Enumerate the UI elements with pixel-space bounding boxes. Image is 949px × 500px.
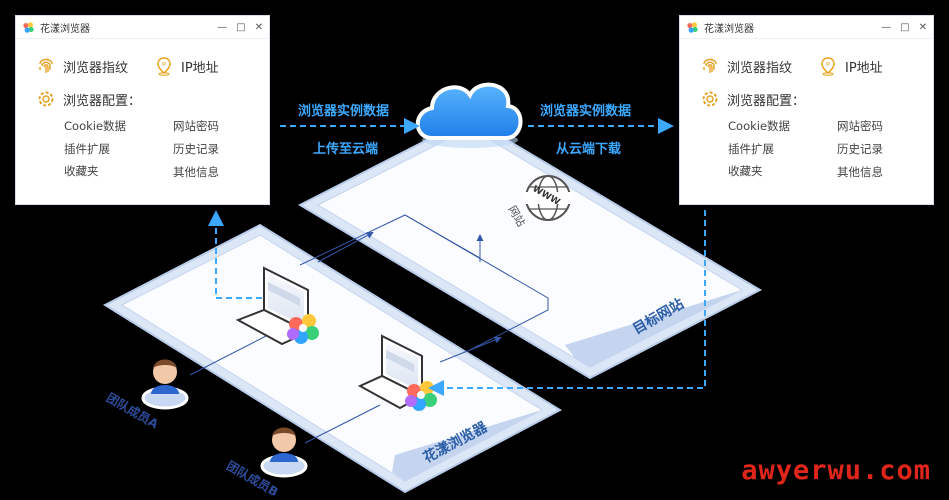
browser-logo-icon-1: [287, 314, 319, 344]
ip-label: IP地址: [845, 60, 883, 76]
laptop-icon-2: [357, 334, 425, 410]
browser-plane: [102, 223, 563, 494]
config-item-extensions: 插件扩展: [728, 142, 774, 156]
location-pin-icon: IP: [157, 57, 171, 76]
window-title: 花漾浏览器: [704, 23, 754, 35]
download-label-line2: 从云端下载: [556, 142, 622, 157]
config-item-extensions: 插件扩展: [64, 142, 110, 156]
minimize-icon[interactable]: —: [217, 21, 228, 33]
fingerprint-row: 浏览器指纹: [700, 56, 792, 76]
download-label-line1: 浏览器实例数据: [540, 104, 632, 119]
config-item-history: 历史记录: [173, 142, 219, 156]
browser-logo-icon: [687, 21, 698, 33]
fingerprint-row: 浏览器指纹: [36, 56, 128, 76]
fingerprint-label: 浏览器指纹: [727, 60, 793, 76]
cloud-icon: [415, 82, 523, 148]
window-title: 花漾浏览器: [40, 23, 90, 35]
config-item-cookie: Cookie数据: [64, 119, 127, 133]
maximize-icon[interactable]: □: [236, 21, 246, 33]
config-row: 浏览器配置：: [36, 89, 141, 109]
window-titlebar: 花漾浏览器 — □ ✕: [16, 16, 269, 39]
config-item-history: 历史记录: [837, 142, 883, 156]
config-item-other: 其他信息: [837, 165, 883, 179]
close-icon[interactable]: ✕: [254, 21, 263, 33]
config-item-favorites: 收藏夹: [728, 164, 763, 178]
svg-text:IP: IP: [826, 62, 831, 68]
www-globe-icon: [524, 175, 572, 221]
browser-logo-icon: [23, 21, 34, 33]
location-pin-icon: IP: [821, 57, 835, 76]
gear-icon: [702, 91, 718, 107]
ip-label: IP地址: [181, 60, 219, 76]
fingerprint-icon: [39, 58, 53, 73]
svg-text:IP: IP: [162, 62, 167, 68]
config-label: 浏览器配置：: [63, 93, 142, 109]
close-icon[interactable]: ✕: [918, 21, 927, 33]
minimize-icon[interactable]: —: [881, 21, 892, 33]
connection-lines: [189, 214, 549, 444]
config-label: 浏览器配置：: [727, 93, 806, 109]
ip-row: IP IP地址: [818, 56, 883, 76]
upload-label-line1: 浏览器实例数据: [298, 104, 390, 119]
gear-icon: [38, 91, 54, 107]
config-item-passwords: 网站密码: [837, 119, 883, 133]
site-watermark: awyerwu.com: [741, 455, 931, 486]
config-item-other: 其他信息: [173, 165, 219, 179]
browser-window-right: 花漾浏览器 — □ ✕ 浏览器指纹 IP IP地址 浏览器配置： Cookie数…: [679, 15, 934, 205]
browser-window-left: 花漾浏览器 — □ ✕ 浏览器指纹 IP IP地址 浏览器配置： Cookie数…: [15, 15, 270, 205]
target-website-plane: [297, 116, 763, 380]
fingerprint-label: 浏览器指纹: [63, 60, 129, 76]
config-item-cookie: Cookie数据: [728, 119, 791, 133]
upload-label-line2: 上传至云端: [313, 142, 379, 157]
window-titlebar: 花漾浏览器 — □ ✕: [680, 16, 933, 39]
config-item-passwords: 网站密码: [173, 119, 219, 133]
ip-row: IP IP地址: [154, 56, 219, 76]
user-avatar-b: [260, 427, 308, 478]
sync-flow-arrows: [208, 118, 706, 396]
laptop-icon-1: [235, 266, 311, 346]
config-item-favorites: 收藏夹: [64, 164, 99, 178]
maximize-icon[interactable]: □: [900, 21, 910, 33]
user-avatar-a: [141, 359, 189, 410]
fingerprint-icon: [703, 58, 717, 73]
config-row: 浏览器配置：: [700, 89, 805, 109]
browser-logo-icon-2: [405, 381, 437, 411]
